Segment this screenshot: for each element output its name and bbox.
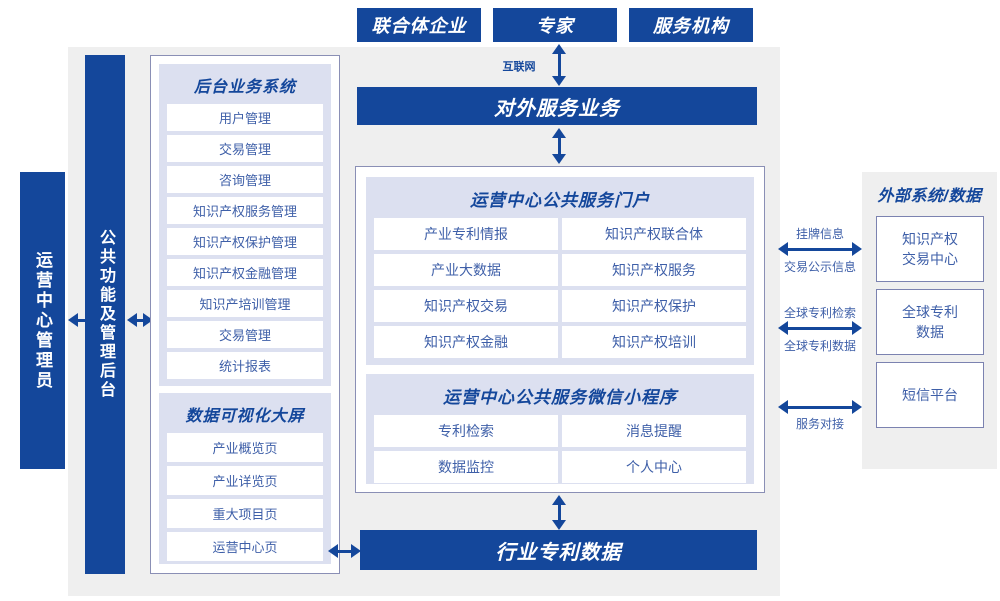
arrow-head-left-icon	[778, 242, 788, 256]
list-item[interactable]: 运营中心页	[167, 532, 323, 561]
list-item[interactable]: 知识产权保护管理	[167, 228, 323, 255]
arrow-head-right-icon	[852, 400, 862, 414]
arrow-head-down-icon	[552, 154, 566, 164]
grid-item[interactable]: 知识产权培训	[562, 326, 746, 358]
grid-item[interactable]: 知识产权联合体	[562, 218, 746, 250]
grid-item[interactable]: 知识产权服务	[562, 254, 746, 286]
actor-box-union-enterprise[interactable]: 联合体企业	[357, 8, 481, 42]
pillar-label: 公共功能及管理后台	[97, 229, 114, 400]
miniprogram-panel: 运营中心公共服务微信小程序 专利检索 消息提醒 数据监控 个人中心	[366, 374, 754, 484]
external-connection-label-below-1: 交易公示信息	[783, 260, 856, 274]
backend-system-list: 用户管理 交易管理 咨询管理 知识产权服务管理 知识产权保护管理 知识产权金融管…	[167, 104, 323, 379]
datascreen-to-patentdata-arrow	[328, 544, 361, 558]
miniprogram-grid: 专利检索 消息提醒 数据监控 个人中心	[374, 415, 746, 483]
arrow-head-up-icon	[552, 128, 566, 138]
arrow-head-left-icon	[127, 313, 137, 327]
industry-patent-data-label: 行业专利数据	[495, 541, 622, 564]
miniprogram-title: 运营中心公共服务微信小程序	[443, 388, 677, 407]
grid-item[interactable]: 专利检索	[374, 415, 558, 447]
actor-label: 专家	[536, 16, 574, 36]
external-connection-arrow-1	[778, 242, 862, 256]
list-item[interactable]: 统计报表	[167, 352, 323, 379]
pillar-label: 运营中心管理员	[33, 250, 52, 391]
left-modules-card: 后台业务系统 用户管理 交易管理 咨询管理 知识产权服务管理 知识产权保护管理 …	[150, 55, 340, 574]
arrow-head-down-icon	[552, 520, 566, 530]
grid-item[interactable]: 知识产权金融	[374, 326, 558, 358]
portal-title: 运营中心公共服务门户	[470, 191, 650, 210]
list-item[interactable]: 重大项目页	[167, 499, 323, 528]
portal-grid: 产业专利情报 知识产权联合体 产业大数据 知识产权服务 知识产权交易 知识产权保…	[374, 218, 746, 358]
arrow-head-right-icon	[852, 321, 862, 335]
external-connection-label-above-1: 挂牌信息	[795, 227, 844, 241]
backend-to-cards-arrow	[127, 313, 153, 327]
external-box-line1: 知识产权	[902, 231, 958, 247]
backend-system-title: 后台业务系统	[193, 79, 296, 96]
external-service-bar[interactable]: 对外服务业务	[357, 87, 757, 125]
actor-label: 服务机构	[653, 16, 729, 36]
external-connection-arrow-2	[778, 321, 862, 335]
grid-item[interactable]: 产业专利情报	[374, 218, 558, 250]
external-connection-arrow-3	[778, 400, 862, 414]
list-item[interactable]: 产业详览页	[167, 466, 323, 495]
center-portal-card: 运营中心公共服务门户 产业专利情报 知识产权联合体 产业大数据 知识产权服务 知…	[355, 166, 765, 493]
pillar-operation-center-admin[interactable]: 运营中心管理员	[20, 172, 65, 469]
list-item[interactable]: 咨询管理	[167, 166, 323, 193]
list-item[interactable]: 交易管理	[167, 321, 323, 348]
external-box-line2: 数据	[916, 324, 944, 340]
arrow-head-right-icon	[852, 242, 862, 256]
arrow-head-left-icon	[778, 400, 788, 414]
actor-box-expert[interactable]: 专家	[493, 8, 617, 42]
arrow-head-down-icon	[552, 76, 566, 86]
arrow-head-up-icon	[552, 495, 566, 505]
grid-item[interactable]: 消息提醒	[562, 415, 746, 447]
list-item[interactable]: 用户管理	[167, 104, 323, 131]
actor-label: 联合体企业	[371, 16, 467, 36]
data-screen-list: 产业概览页 产业详览页 重大项目页 运营中心页	[167, 433, 323, 561]
service-to-portal-arrow	[552, 128, 566, 164]
arrow-head-left-icon	[328, 544, 338, 558]
external-box-line1: 全球专利	[902, 304, 958, 320]
external-connection-label-below-3: 服务对接	[795, 417, 844, 431]
grid-item[interactable]: 知识产权保护	[562, 290, 746, 322]
list-item[interactable]: 知识产权金融管理	[167, 259, 323, 286]
arrow-head-right-icon	[143, 313, 153, 327]
external-systems-panel: 外部系统/数据 知识产权 交易中心 全球专利 数据 短信平台	[862, 172, 997, 469]
internet-label: 互联网	[502, 61, 536, 73]
list-item[interactable]: 知识产培训管理	[167, 290, 323, 317]
external-box-ip-trading-center[interactable]: 知识产权 交易中心	[876, 216, 984, 282]
external-connection-label-below-2: 全球专利数据	[783, 339, 856, 353]
grid-item[interactable]: 个人中心	[562, 451, 746, 483]
grid-item[interactable]: 产业大数据	[374, 254, 558, 286]
external-box-sms-platform[interactable]: 短信平台	[876, 362, 984, 428]
external-box-line2: 交易中心	[902, 251, 958, 267]
grid-item[interactable]: 知识产权交易	[374, 290, 558, 322]
external-connection-label-above-2: 全球专利检索	[783, 306, 856, 320]
portal-panel: 运营中心公共服务门户 产业专利情报 知识产权联合体 产业大数据 知识产权服务 知…	[366, 177, 754, 365]
arrow-head-right-icon	[351, 544, 361, 558]
industry-patent-data-bar[interactable]: 行业专利数据	[360, 530, 757, 570]
data-screen-title: 数据可视化大屏	[185, 408, 305, 425]
external-systems-title: 外部系统/数据	[877, 188, 982, 205]
arrow-head-up-icon	[552, 44, 566, 54]
list-item[interactable]: 知识产权服务管理	[167, 197, 323, 224]
actor-box-service-agency[interactable]: 服务机构	[629, 8, 753, 42]
arrow-head-left-icon	[68, 313, 78, 327]
list-item[interactable]: 产业概览页	[167, 433, 323, 462]
data-screen-panel: 数据可视化大屏 产业概览页 产业详览页 重大项目页 运营中心页	[159, 393, 331, 564]
backend-system-panel: 后台业务系统 用户管理 交易管理 咨询管理 知识产权服务管理 知识产权保护管理 …	[159, 64, 331, 386]
pillar-common-function-backend[interactable]: 公共功能及管理后台	[85, 55, 125, 574]
external-service-bar-label: 对外服务业务	[494, 97, 620, 120]
list-item[interactable]: 交易管理	[167, 135, 323, 162]
external-box-global-patent-data[interactable]: 全球专利 数据	[876, 289, 984, 355]
arrow-head-left-icon	[778, 321, 788, 335]
portal-to-patentdata-arrow	[552, 495, 566, 530]
external-box-line1: 短信平台	[902, 387, 958, 403]
grid-item[interactable]: 数据监控	[374, 451, 558, 483]
internet-arrow	[552, 44, 566, 86]
